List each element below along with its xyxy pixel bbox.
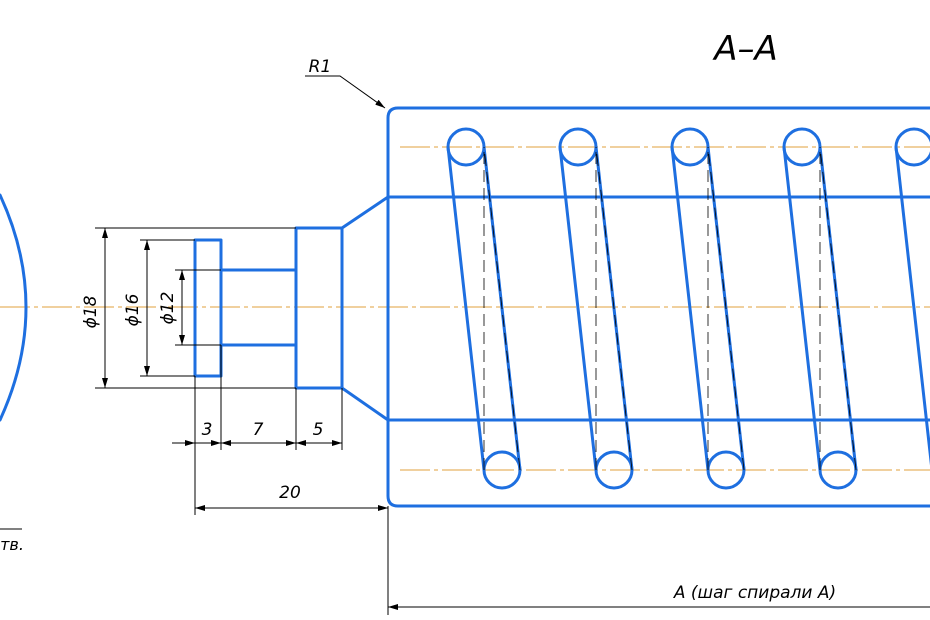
coil-wire-edge (782, 145, 822, 472)
label-pitch: A (шаг спирали A) (673, 583, 836, 603)
label-radius: R1 (309, 57, 332, 77)
end-view-circle-arc (0, 193, 28, 422)
label-inner-diameter: ϕ12 (158, 292, 178, 325)
cone-bottom (340, 386, 390, 422)
coil-wire-edge (446, 145, 486, 472)
label-length-7: 7 (253, 420, 264, 440)
spring-coils (446, 127, 930, 490)
housing-outline (386, 106, 930, 508)
note-fragment: тв. (0, 535, 24, 554)
coil-hidden-edge (819, 146, 857, 471)
flange-small (193, 238, 223, 378)
cone-top (340, 195, 390, 230)
coil-hidden-edge (707, 146, 745, 471)
label-length-5: 5 (313, 420, 324, 440)
coil-wire-edge (670, 145, 710, 472)
label-length-20: 20 (279, 483, 301, 503)
collar (294, 226, 344, 390)
coil-wire-edge (558, 145, 598, 472)
coil-hidden-edge (483, 146, 521, 471)
radius-leader (305, 75, 386, 109)
section-title: A–A (712, 29, 778, 69)
label-middle-diameter: ϕ16 (123, 293, 143, 326)
coil-hidden-edge (595, 146, 633, 471)
coil-wire-edge (894, 145, 930, 466)
label-length-3: 3 (202, 420, 213, 440)
label-outer-diameter: ϕ18 (81, 295, 101, 328)
